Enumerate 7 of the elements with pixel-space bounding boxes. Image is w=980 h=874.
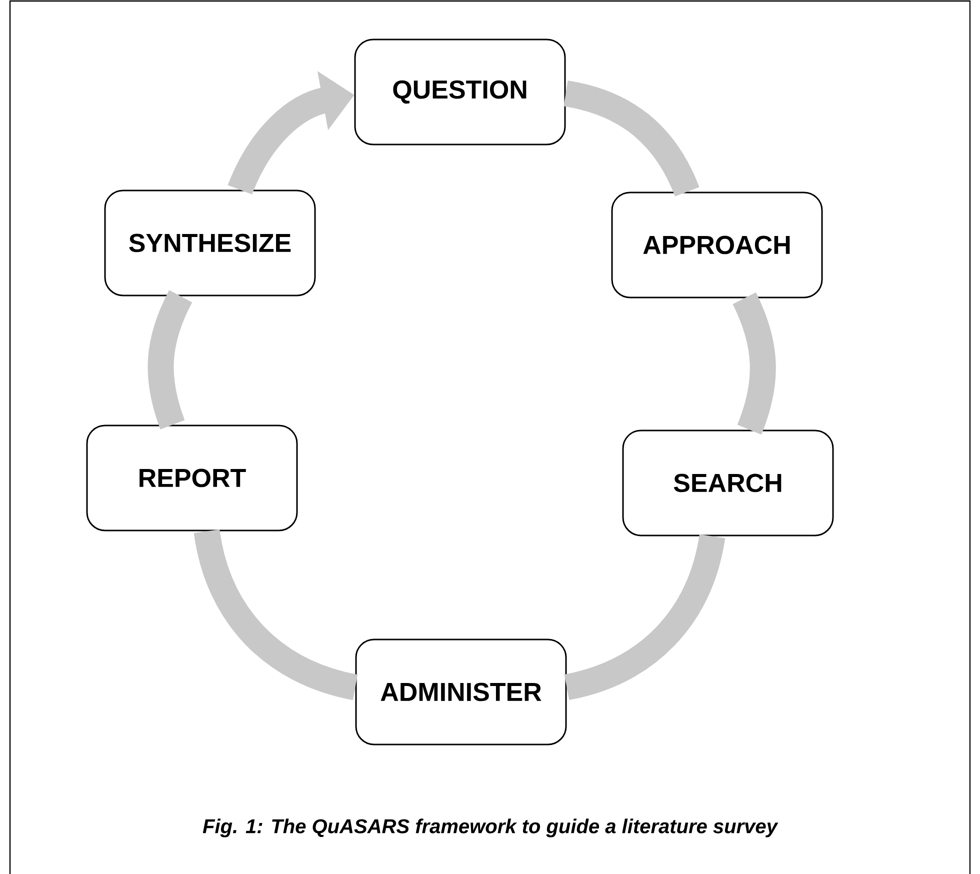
process-box: REPORT [86, 424, 298, 532]
process-box: APPROACH [611, 192, 823, 298]
process-box: QUESTION [354, 38, 566, 146]
process-box: SYNTHESIZE [104, 190, 316, 296]
process-box: ADMINISTER [355, 638, 567, 746]
caption: Fig. 1: The QuASARS framework to guide a literature survey [202, 818, 778, 838]
process-box: SEARCH [622, 430, 834, 536]
